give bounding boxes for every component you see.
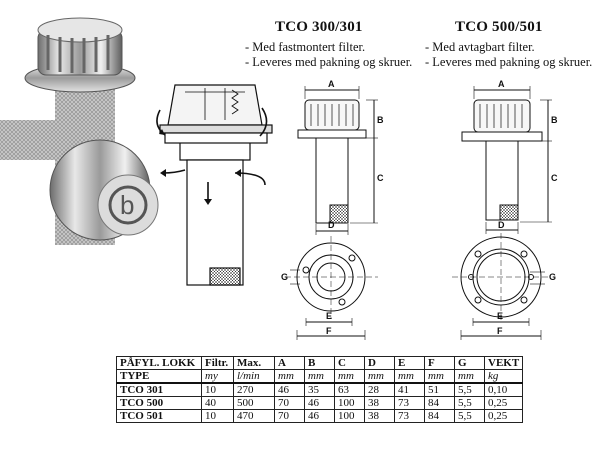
table-cell: 10 — [201, 382, 234, 397]
table-cell: TCO 501 — [116, 409, 202, 423]
table-cell: 0,25 — [483, 409, 524, 423]
header-cell: F — [424, 356, 455, 370]
table-cell: 28 — [364, 382, 395, 397]
tco500-dim-b-label: B — [551, 115, 558, 125]
table-cell: 35 — [304, 382, 335, 397]
tco500-dim-c-label: C — [551, 173, 558, 183]
header-cell: D — [364, 356, 395, 370]
table-cell: 38 — [364, 409, 395, 423]
tco300-dim-c-label: C — [377, 173, 384, 183]
table-cell: TCO 301 — [116, 382, 202, 397]
unit-cell: mm — [274, 369, 305, 384]
unit-cell: mm — [454, 369, 485, 384]
header-cell: B — [304, 356, 335, 370]
header-cell: E — [394, 356, 425, 370]
tco500-dim-e-label: E — [497, 311, 504, 321]
table-cell: 84 — [424, 409, 455, 423]
table-cell: 0,10 — [483, 382, 524, 397]
spec-table: PÅFYL. LOKK Filtr. Max. A B C D E F G VE… — [116, 356, 524, 423]
table-cell: 10 — [201, 409, 234, 423]
unit-cell: l/min — [233, 369, 275, 384]
table-cell: 5,5 — [454, 382, 485, 397]
tco300-dim-g-label: G — [281, 272, 289, 282]
table-row: TCO 501 10 470 70 46 100 38 73 84 5,5 0,… — [116, 409, 524, 423]
photo-lower-cap: b — [49, 139, 159, 241]
table-cell: 70 — [274, 409, 305, 423]
header-cell: VEKT — [483, 356, 524, 370]
table-cell: 84 — [424, 396, 455, 410]
table-row: TCO 301 10 270 46 35 63 28 41 51 5,5 0,1… — [116, 382, 524, 397]
table-cell: 38 — [364, 396, 395, 410]
table-cell: 46 — [304, 409, 335, 423]
unit-cell: mm — [424, 369, 455, 384]
table-cell: 100 — [334, 409, 365, 423]
table-header-row: PÅFYL. LOKK Filtr. Max. A B C D E F G VE… — [116, 356, 524, 370]
table-cell: 270 — [233, 382, 275, 397]
tco500-bullet-2: - Leveres med pakning og skruer. — [425, 55, 593, 69]
table-cell: 51 — [424, 382, 455, 397]
tco300-dim-a-label: A — [328, 79, 335, 89]
tco500-dim-a-label: A — [498, 79, 505, 89]
unit-cell: mm — [304, 369, 335, 384]
table-cell: 41 — [394, 382, 425, 397]
table-cell: 500 — [233, 396, 275, 410]
unit-cell: mm — [334, 369, 365, 384]
tco500-title: TCO 500/501 — [455, 19, 543, 35]
header-cell: C — [334, 356, 365, 370]
table-cell: 46 — [274, 382, 305, 397]
unit-cell: TYPE — [116, 369, 202, 384]
table-cell: TCO 500 — [116, 396, 202, 410]
tco300-dim-d-label: D — [328, 220, 335, 230]
header-cell: Max. — [233, 356, 275, 370]
tco300-title: TCO 300/301 — [275, 19, 363, 35]
table-cell: 40 — [201, 396, 234, 410]
header-cell: Filtr. — [201, 356, 234, 370]
tco500-dim-d-label: D — [498, 220, 505, 230]
table-cell: 46 — [304, 396, 335, 410]
photo-filter-tube — [0, 120, 70, 160]
table-cell: 5,5 — [454, 409, 485, 423]
tco500-dim-g-label: G — [549, 272, 557, 282]
table-row: TCO 500 40 500 70 46 100 38 73 84 5,5 0,… — [116, 396, 524, 410]
tco300-bullet-1: - Med fastmontert filter. — [245, 40, 366, 54]
table-cell: 100 — [334, 396, 365, 410]
table-cell: 470 — [233, 409, 275, 423]
unit-cell: mm — [364, 369, 395, 384]
table-cell: 63 — [334, 382, 365, 397]
unit-cell: kg — [483, 369, 524, 384]
brand-logo: b — [120, 190, 134, 220]
tco300-dim-b-label: B — [377, 115, 384, 125]
tco500-dim-f-label: F — [497, 326, 503, 336]
unit-cell: mm — [394, 369, 425, 384]
table-cell: 70 — [274, 396, 305, 410]
table-unit-row: TYPE my l/min mm mm mm mm mm mm mm kg — [116, 369, 524, 384]
header-cell: A — [274, 356, 305, 370]
table-cell: 73 — [394, 409, 425, 423]
table-cell: 5,5 — [454, 396, 485, 410]
table-cell: 73 — [394, 396, 425, 410]
header-cell: PÅFYL. LOKK — [116, 356, 202, 370]
tco500-bullet-1: - Med avtagbart filter. — [425, 40, 535, 54]
tco300-dim-f-label: F — [326, 326, 332, 336]
header-cell: G — [454, 356, 485, 370]
tco300-bullet-2: - Leveres med pakning og skruer. — [245, 55, 413, 69]
tco300-dim-e-label: E — [326, 311, 333, 321]
table-cell: 0,25 — [483, 396, 524, 410]
unit-cell: my — [201, 369, 234, 384]
